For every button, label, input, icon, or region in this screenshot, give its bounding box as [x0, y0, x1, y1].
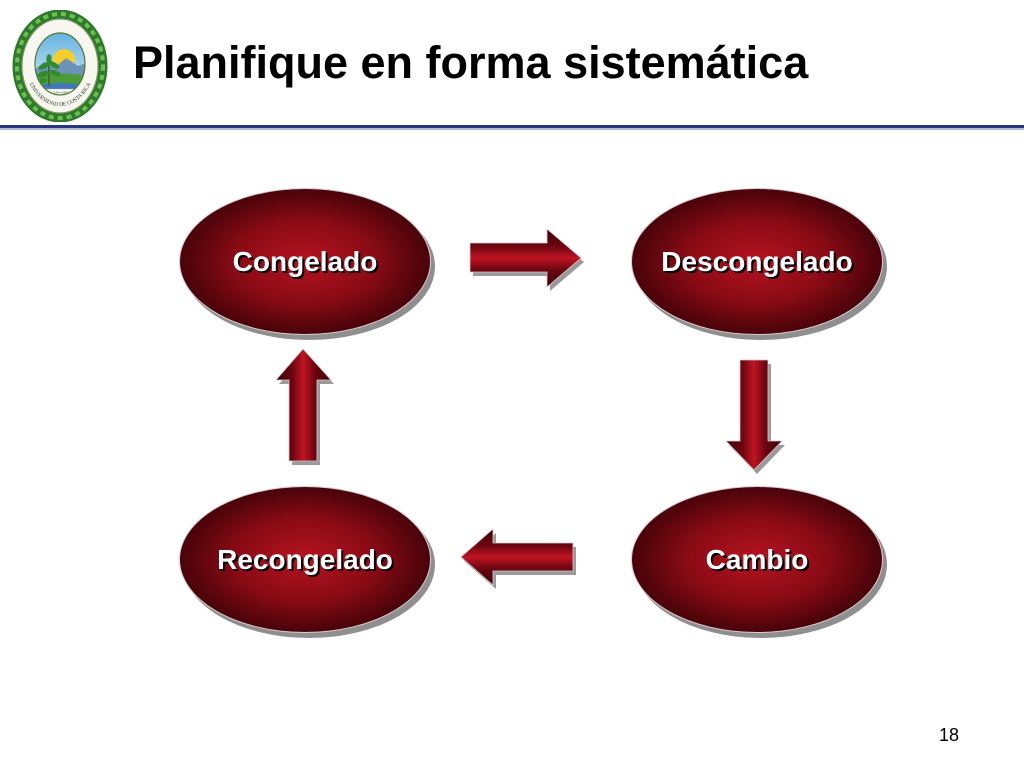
arrow-right-shape: [469, 228, 582, 288]
university-seal-icon: UNIVERSIDAD DE COSTA RICA LUCEM ASPICIO: [12, 10, 108, 122]
plant-leaf: [48, 61, 60, 69]
plant-stem: [48, 62, 50, 86]
arrow-up-shape: [275, 348, 332, 462]
motto-text: LUCEM ASPICIO: [47, 90, 74, 94]
node-label: Recongelado: [217, 543, 393, 575]
title-divider: [0, 125, 1024, 128]
plant-leaf: [46, 54, 52, 64]
laurel-leaves: [15, 12, 105, 120]
slide-title: Planifique en forma sistemática: [133, 37, 809, 88]
plant-leaf: [37, 70, 49, 78]
arrow-descongelado-to-cambio: [725, 359, 785, 474]
arrow-congelado-to-descongelado: [469, 228, 584, 291]
arrow-recongelado-to-congelado: [275, 348, 334, 465]
node-label: Congelado: [232, 245, 378, 277]
seal-scene-border: [34, 32, 86, 96]
node-label: Cambio: [705, 543, 809, 575]
plant-leaf: [38, 62, 50, 70]
plant-leaf: [49, 69, 61, 77]
arrow-down-shape: [725, 359, 783, 471]
arrow-cambio-to-recongelado: [460, 528, 576, 589]
page-number: 18: [939, 725, 960, 745]
node-descongelado: Descongelado: [632, 189, 882, 334]
node-label: Descongelado: [661, 245, 853, 277]
node-recongelado: Recongelado: [180, 487, 430, 632]
arrow-left-shape: [460, 528, 574, 586]
node-congelado: Congelado: [180, 189, 430, 334]
node-cambio: Cambio: [632, 487, 882, 632]
plant: [37, 54, 61, 86]
title-divider-shadow: [0, 128, 1024, 130]
